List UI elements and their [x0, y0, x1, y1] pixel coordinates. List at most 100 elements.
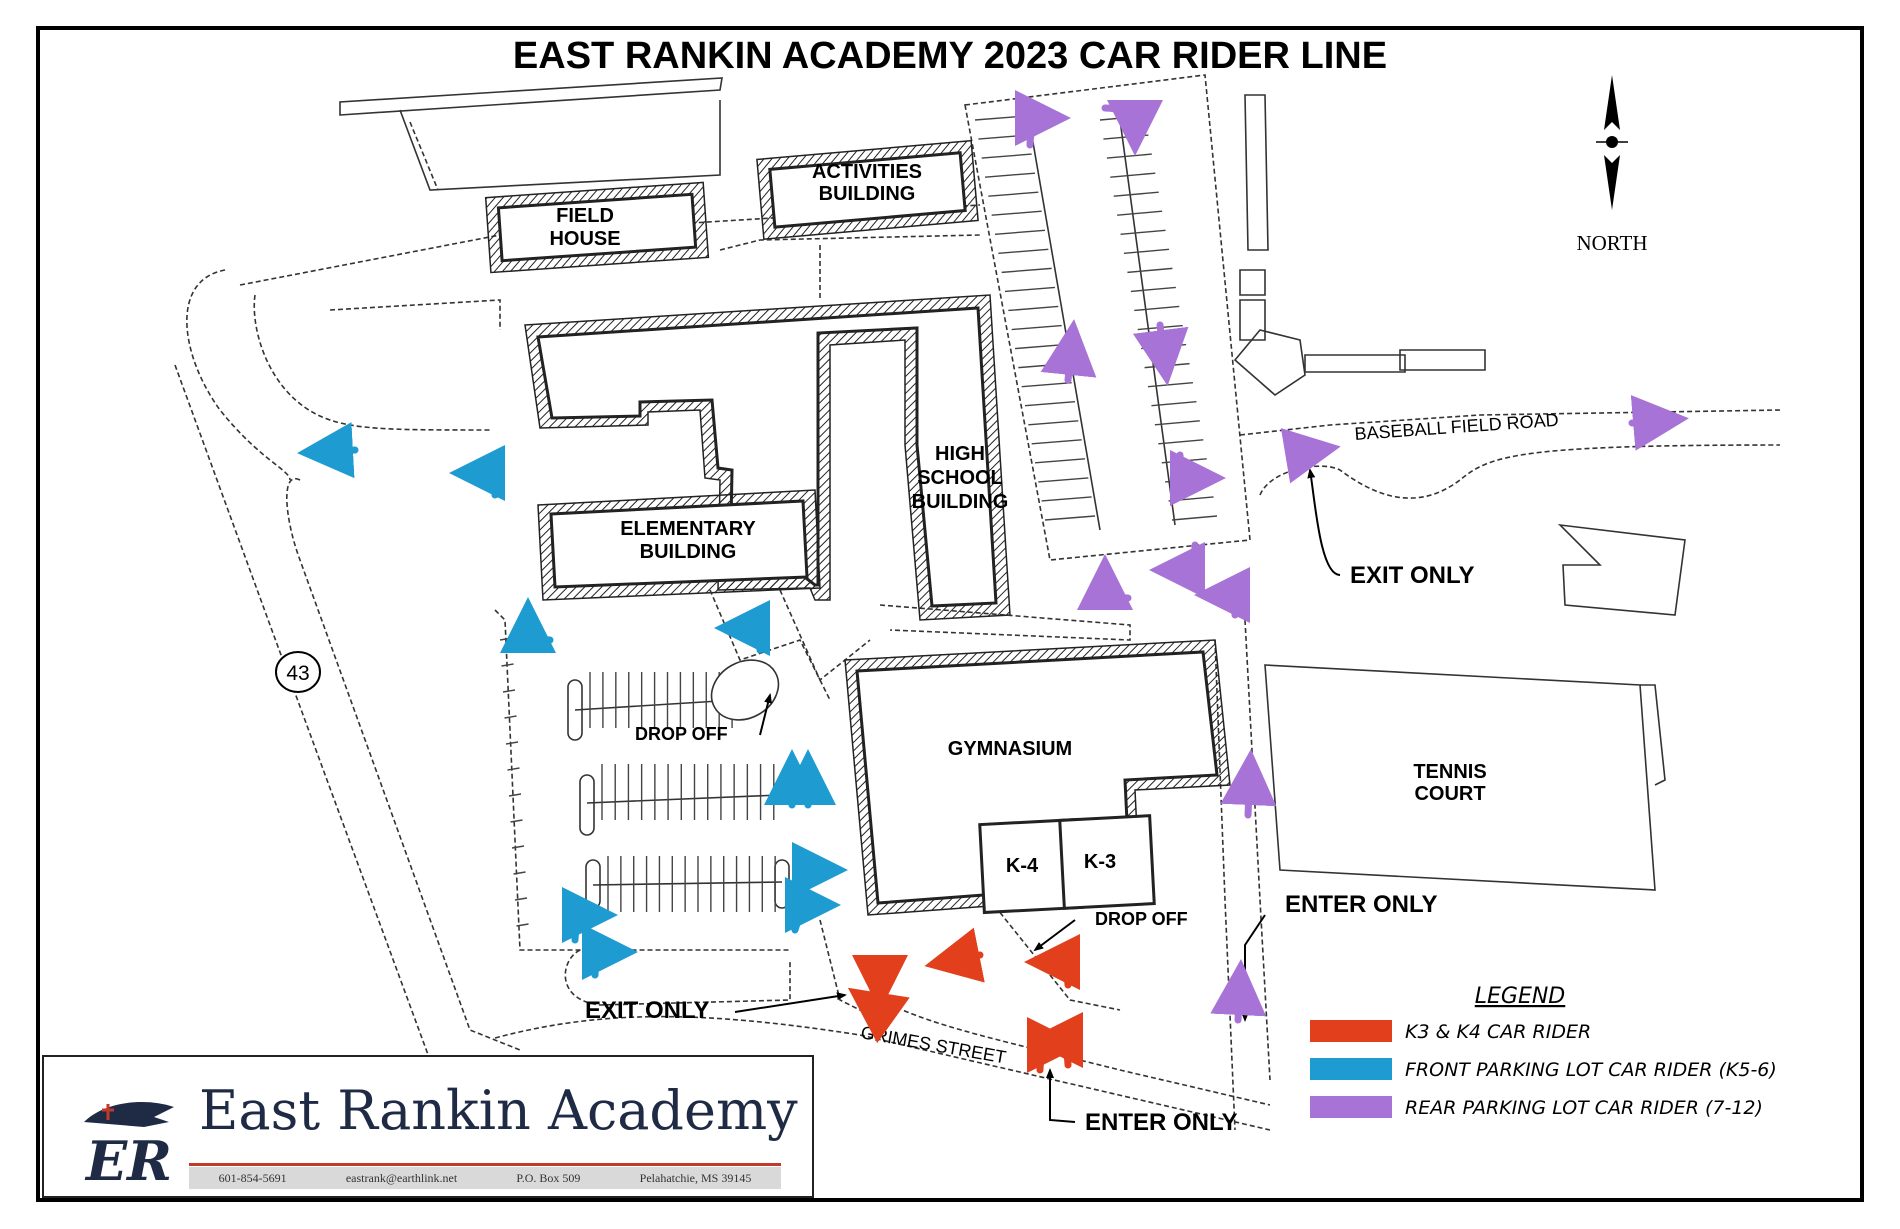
logo-accent-line — [189, 1163, 781, 1166]
parking-stall-line — [1028, 420, 1079, 426]
parking-stall-line — [1158, 439, 1204, 445]
tennis-label-1: TENNIS — [1413, 761, 1486, 783]
legend-swatch-k3k4 — [1310, 1020, 1392, 1042]
parking-stall-line — [1024, 401, 1076, 407]
parking-stall-line — [1154, 420, 1200, 426]
parking-stall-line — [1130, 286, 1176, 293]
route-red-arrow-icon — [1024, 934, 1081, 991]
route-red-arrow-icon — [1027, 1012, 1084, 1069]
parking-stall-line — [508, 793, 522, 797]
right-structures — [1233, 94, 1686, 616]
school-contact-bar: 601-854-5691 eastrank@earthlink.net P.O.… — [189, 1167, 781, 1189]
map-frame — [36, 26, 1864, 1202]
route-blue-arrow-icon — [561, 887, 618, 944]
parking-stall-line — [1117, 210, 1163, 216]
field-house-label-1: FIELD — [556, 205, 614, 227]
route-purple-arrow-icon — [1101, 99, 1163, 156]
parking-stall-line — [1021, 381, 1072, 388]
exit-only-grimes-label: EXIT ONLY — [585, 997, 709, 1024]
parking-stall-line — [502, 689, 516, 693]
school-logo-block: ER East Rankin Academy 601-854-5691 east… — [42, 1055, 814, 1198]
parking-stall-line — [1044, 515, 1096, 521]
legend-label-k3k4: K3 & K4 CAR RIDER — [1405, 1021, 1591, 1043]
route-purple-arrow-icon — [1194, 567, 1251, 624]
parking-stall-line — [981, 153, 1032, 159]
parking-stall-line — [1127, 267, 1173, 274]
parking-stall-line — [1011, 324, 1062, 331]
parking-stall-line — [516, 923, 529, 927]
contact-phone: 601-854-5691 — [218, 1170, 287, 1185]
parking-stall-line — [1004, 286, 1056, 293]
gymnasium — [844, 639, 1231, 916]
route-43-label: 43 — [286, 662, 309, 685]
route-purple-arrow-icon — [1132, 321, 1189, 386]
parking-stall-line — [1001, 267, 1052, 274]
route-blue-arrow-icon — [714, 600, 771, 657]
activities-label-1: ACTIVITIES — [812, 161, 922, 183]
parking-stall-line — [978, 134, 1029, 140]
field-house-label-2: HOUSE — [549, 228, 620, 250]
contact-address: Pelahatchie, MS 39145 — [639, 1170, 752, 1185]
enter-only-east-label: ENTER ONLY — [1285, 891, 1437, 918]
k4-label: K-4 — [1006, 855, 1039, 877]
parking-stall-line — [507, 767, 520, 771]
parking-stall-line — [1103, 134, 1149, 140]
parking-stall-line — [1110, 172, 1156, 178]
main-school-complex — [524, 294, 1011, 621]
school-name: East Rankin Academy — [199, 1079, 798, 1142]
legend-swatch-front — [1310, 1058, 1392, 1080]
parking-stall-line — [998, 248, 1049, 255]
parking-stall-line — [504, 715, 517, 719]
parking-stall-line — [1106, 153, 1152, 159]
legend-label-rear: REAR PARKING LOT CAR RIDER (7-12) — [1405, 1097, 1763, 1119]
route-blue-arrow-icon — [791, 842, 848, 899]
top-structures — [339, 77, 723, 191]
drop-off-front-label: DROP OFF — [635, 724, 728, 744]
svg-text:ER: ER — [84, 1129, 172, 1187]
parking-stall-line — [511, 845, 525, 849]
high-school-label-3: BUILDING — [912, 491, 1009, 513]
legend-label-front: FRONT PARKING LOT CAR RIDER (K5-6) — [1405, 1059, 1777, 1081]
rear-parking-lot — [964, 74, 1251, 561]
legend: LEGEND K3 & K4 CAR RIDER FRONT PARKING L… — [1310, 984, 1777, 1119]
route-blue-arrow-icon — [581, 924, 638, 981]
parking-stall-line — [984, 172, 1036, 178]
route-purple-arrow-icon — [1210, 959, 1267, 1024]
parking-stall-line — [1008, 305, 1059, 312]
k3-label: K-3 — [1084, 851, 1116, 873]
gymnasium-label: GYMNASIUM — [948, 738, 1072, 760]
parking-stall-line — [1014, 343, 1066, 350]
route-red-arrow-icon — [924, 927, 985, 983]
enter-only-grimes-label: ENTER ONLY — [1085, 1109, 1237, 1136]
parking-stall-line — [1099, 115, 1146, 121]
route-purple-arrow-icon — [1628, 395, 1689, 451]
route-purple-arrow-icon — [1220, 749, 1277, 819]
parking-stall-line — [499, 637, 513, 641]
parking-stall-line — [988, 191, 1039, 197]
legend-title: LEGEND — [1475, 984, 1566, 1009]
high-school-label-2: SCHOOL — [917, 467, 1003, 489]
elementary-label-2: BUILDING — [640, 541, 737, 563]
parking-stall-line — [1031, 439, 1082, 445]
parking-stall-line — [994, 229, 1046, 235]
grimes-street-label: GRIMES STREET — [859, 1022, 1007, 1067]
parking-stall-line — [1168, 496, 1214, 502]
contact-email: eastrank@earthlink.net — [345, 1170, 458, 1185]
parking-stall-line — [974, 115, 1026, 121]
exit-only-baseball-label: EXIT ONLY — [1350, 562, 1474, 589]
parking-stall-line — [505, 741, 519, 745]
route-purple-arrow-icon — [1014, 90, 1071, 149]
route-purple-arrow-icon — [1280, 428, 1341, 484]
roads — [174, 204, 1781, 1131]
route-red-arrow-icon — [847, 987, 910, 1044]
parking-stall-line — [510, 819, 523, 823]
activities-label-2: BUILDING — [819, 183, 916, 205]
route-blue-arrow-icon — [784, 877, 841, 934]
route-blue-arrow-icon — [297, 422, 359, 479]
contact-po-box: P.O. Box 509 — [516, 1170, 581, 1185]
parking-stall-line — [1171, 515, 1218, 521]
parking-stall-line — [1018, 362, 1069, 369]
parking-stall-line — [1151, 401, 1197, 407]
north-label: NORTH — [1576, 231, 1647, 255]
tennis-label-2: COURT — [1414, 783, 1485, 805]
